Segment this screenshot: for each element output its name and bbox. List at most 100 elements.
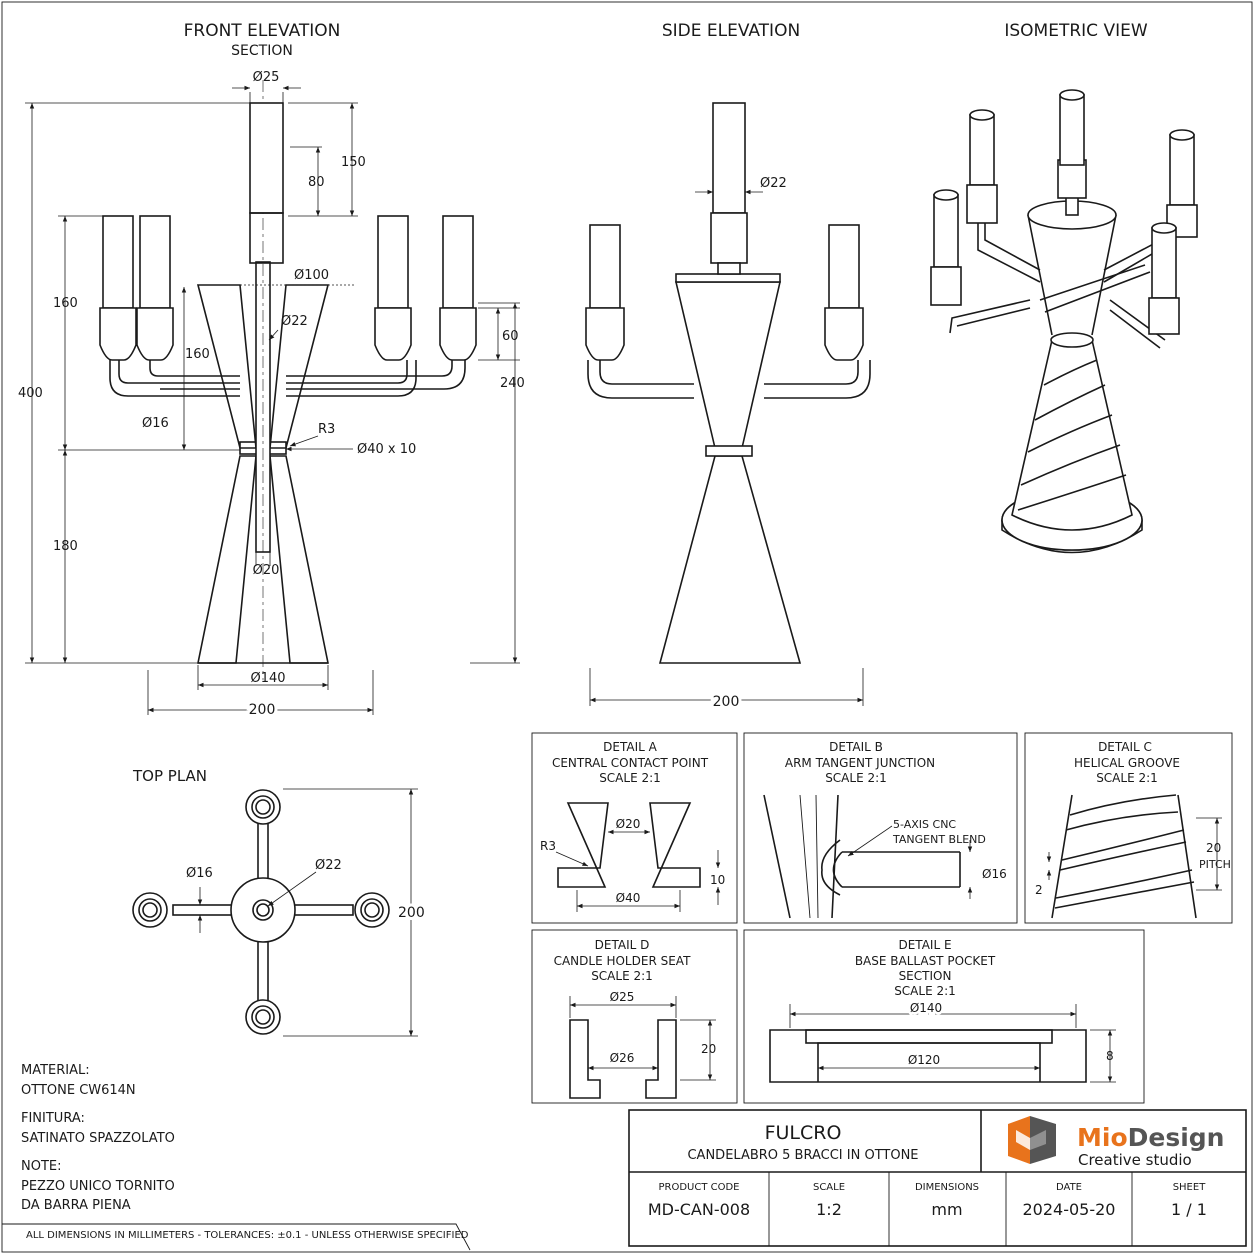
- product-name: FULCRO: [765, 1122, 842, 1144]
- dim-front-r3: R3: [318, 422, 335, 437]
- detail-d-scale: SCALE 2:1: [591, 969, 653, 983]
- dim-front-160-inner: 160: [185, 347, 210, 362]
- detail-d: DETAIL D CANDLE HOLDER SEAT SCALE 2:1 Ø2…: [531, 929, 738, 1104]
- detail-a-r3: R3: [540, 839, 556, 853]
- front-lower-wall-right: [269, 455, 329, 664]
- front-candles-side: [99, 215, 477, 361]
- product-description: CANDELABRO 5 BRACCI IN OTTONE: [687, 1148, 918, 1163]
- detail-e-name: BASE BALLAST POCKET: [855, 954, 996, 968]
- detail-b-note1: 5-AXIS CNC: [893, 818, 956, 831]
- detail-d-d25: Ø25: [610, 990, 635, 1004]
- isometric-view: [930, 89, 1198, 554]
- detail-e-8: 8: [1106, 1049, 1114, 1063]
- detail-c: DETAIL C HELICAL GROOVE SCALE 2:1 20 PIT…: [1024, 732, 1233, 924]
- detail-d-20: 20: [701, 1042, 716, 1056]
- detail-a-d20: Ø20: [616, 817, 641, 831]
- code-value: MD-CAN-008: [648, 1200, 750, 1219]
- scale-label: SCALE: [813, 1182, 845, 1193]
- dim-front-400: 400: [18, 386, 43, 401]
- detail-c-name: HELICAL GROOVE: [1074, 756, 1180, 770]
- detail-c-title: DETAIL C: [1098, 740, 1152, 754]
- brand-tagline: Creative studio: [1078, 1151, 1192, 1169]
- dim-front-d100: Ø100: [294, 268, 329, 283]
- front-lower-wall-left: [197, 455, 257, 664]
- detail-d-title: DETAIL D: [595, 938, 650, 952]
- side-view-title: SIDE ELEVATION: [662, 21, 800, 41]
- material-label: MATERIAL:: [21, 1063, 90, 1078]
- dim-front-d140: Ø140: [250, 671, 285, 686]
- detail-c-2: 2: [1035, 883, 1043, 897]
- dim-front-d22: Ø22: [281, 314, 308, 329]
- detail-c-20: 20: [1206, 841, 1221, 855]
- note-line1: PEZZO UNICO TORNITO: [21, 1179, 175, 1194]
- front-elevation: Ø25 150 80 Ø100 Ø22 160 160 180 400 60 2…: [18, 70, 525, 721]
- dim-front-60: 60: [502, 329, 519, 344]
- front-central-candle: [249, 102, 284, 214]
- date-value: 2024-05-20: [1023, 1200, 1116, 1219]
- code-label: PRODUCT CODE: [658, 1182, 739, 1193]
- dim-top-d22: Ø22: [315, 858, 342, 873]
- detail-c-pitch: PITCH: [1199, 858, 1231, 871]
- note-label: NOTE:: [21, 1159, 62, 1174]
- date-label: DATE: [1056, 1182, 1082, 1193]
- detail-d-name: CANDLE HOLDER SEAT: [554, 954, 691, 968]
- detail-e-d120: Ø120: [908, 1053, 940, 1067]
- dim-front-240: 240: [500, 376, 525, 391]
- top-view-title: TOP PLAN: [132, 767, 207, 785]
- detail-c-scale: SCALE 2:1: [1096, 771, 1158, 785]
- detail-e-title: DETAIL E: [898, 938, 951, 952]
- sheet-label: SHEET: [1173, 1182, 1207, 1193]
- front-upper-wall-left: [196, 284, 257, 449]
- brand-logo-icon: [1008, 1116, 1056, 1164]
- detail-a-10: 10: [710, 873, 725, 887]
- detail-e-d140: Ø140: [910, 1001, 942, 1015]
- detail-a-d40: Ø40: [616, 891, 641, 905]
- detail-a-scale: SCALE 2:1: [599, 771, 661, 785]
- title-block: FULCRO CANDELABRO 5 BRACCI IN OTTONE Mio…: [628, 1109, 1247, 1247]
- dim-front-d20: Ø20: [253, 563, 280, 578]
- detail-a-title: DETAIL A: [603, 740, 657, 754]
- dim-front-d16: Ø16: [142, 416, 169, 431]
- detail-b-scale: SCALE 2:1: [825, 771, 887, 785]
- dim-front-d25: Ø25: [253, 70, 280, 85]
- front-central-holder: [249, 212, 284, 264]
- detail-e: DETAIL E BASE BALLAST POCKET SECTION SCA…: [743, 929, 1145, 1104]
- side-central-candle: [712, 102, 746, 214]
- dim-side-d22: Ø22: [760, 176, 787, 191]
- dim-front-150: 150: [341, 155, 366, 170]
- front-view-title: FRONT ELEVATION: [184, 21, 341, 41]
- iso-view-title: ISOMETRIC VIEW: [1004, 21, 1147, 41]
- dim-front-160-outer: 160: [53, 296, 78, 311]
- dim-front-200: 200: [249, 702, 276, 718]
- note-line2: DA BARRA PIENA: [21, 1198, 131, 1213]
- finish-label: FINITURA:: [21, 1111, 85, 1126]
- footer-note: ALL DIMENSIONS IN MILLIMETERS - TOLERANC…: [26, 1230, 469, 1241]
- dim-front-80: 80: [308, 175, 325, 190]
- dim-front-180: 180: [53, 539, 78, 554]
- detail-b: DETAIL B ARM TANGENT JUNCTION SCALE 2:1 …: [743, 732, 1018, 924]
- brand-name: MioDesign: [1077, 1123, 1224, 1152]
- dims-value: mm: [931, 1200, 962, 1219]
- dim-top-d16: Ø16: [186, 866, 213, 881]
- detail-b-d16: Ø16: [982, 867, 1007, 881]
- sheet-value: 1 / 1: [1171, 1200, 1207, 1219]
- detail-b-name: ARM TANGENT JUNCTION: [785, 756, 935, 770]
- detail-d-d26: Ø26: [610, 1051, 635, 1065]
- dim-side-200: 200: [713, 694, 740, 710]
- front-view-subtitle: SECTION: [231, 43, 293, 59]
- detail-b-title: DETAIL B: [829, 740, 883, 754]
- finish-value: SATINATO SPAZZOLATO: [21, 1131, 175, 1146]
- side-elevation: Ø22 200: [585, 102, 871, 713]
- dim-top-200: 200: [398, 905, 425, 921]
- detail-e-scale: SCALE 2:1: [894, 984, 956, 998]
- detail-e-name2: SECTION: [899, 969, 952, 983]
- detail-a-name: CENTRAL CONTACT POINT: [552, 756, 709, 770]
- dims-label: DIMENSIONS: [915, 1182, 979, 1193]
- material-value: OTTONE CW614N: [21, 1083, 136, 1098]
- detail-b-note2: TANGENT BLEND: [892, 833, 986, 846]
- scale-value: 1:2: [816, 1200, 842, 1219]
- detail-a: DETAIL A CENTRAL CONTACT POINT SCALE 2:1…: [531, 732, 738, 924]
- dim-front-d40x10: Ø40 x 10: [357, 442, 416, 457]
